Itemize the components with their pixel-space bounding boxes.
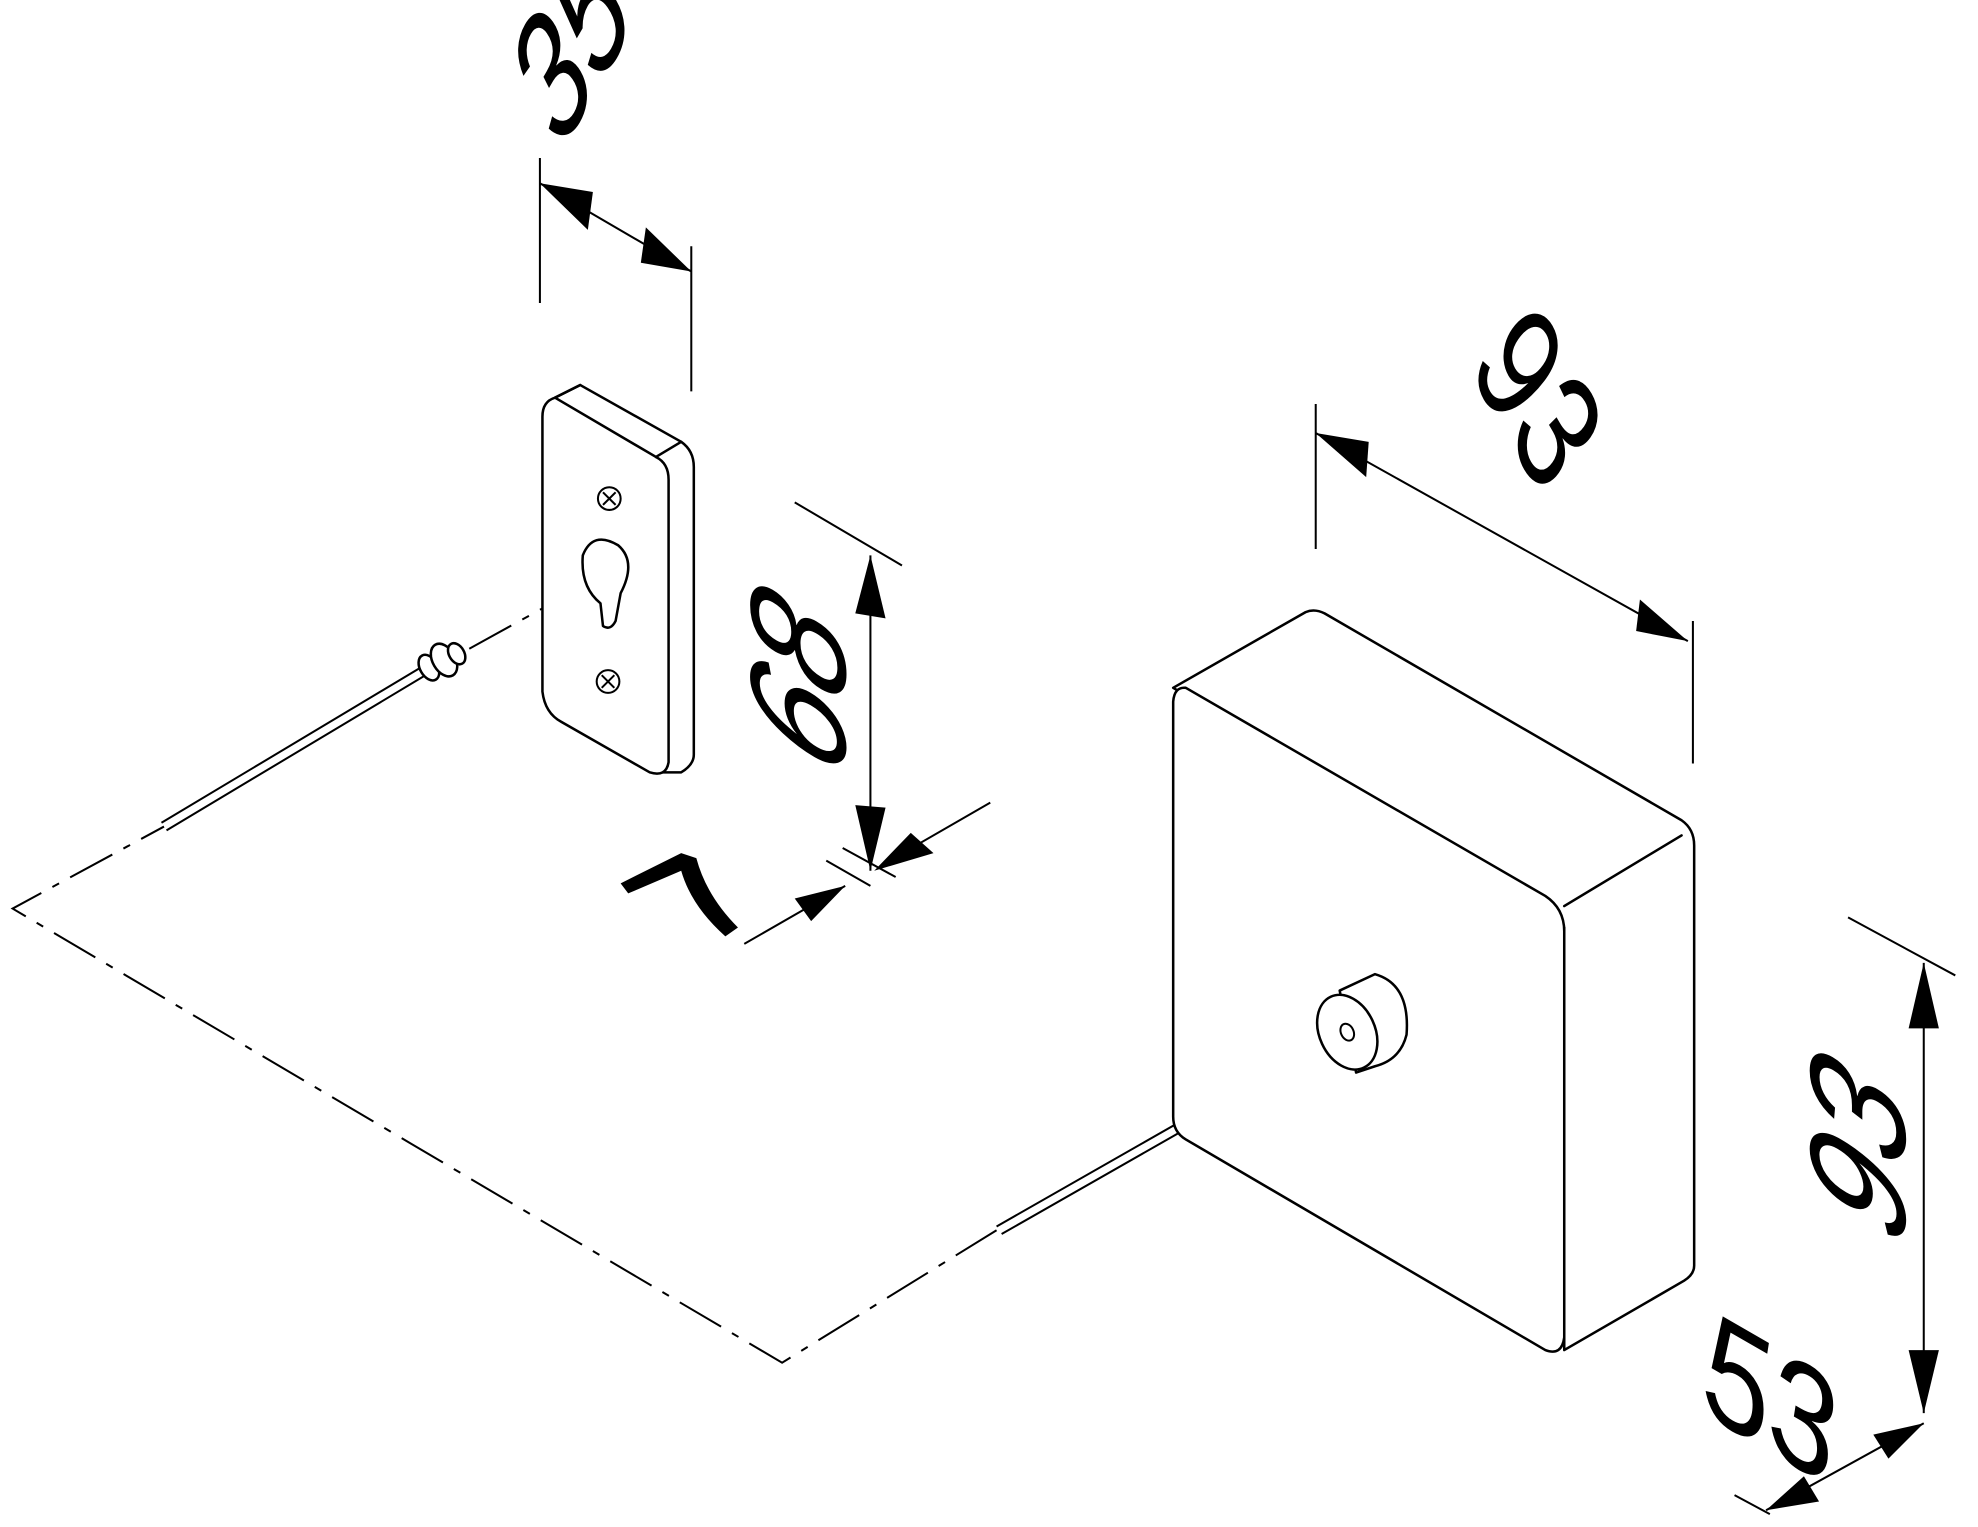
wall-plate — [541, 383, 696, 775]
dimension-label-53: 53 — [1703, 1272, 1834, 1523]
cable — [160, 661, 1343, 1235]
dimension-label-68: 68 — [723, 560, 875, 799]
reel-box — [1171, 609, 1696, 1353]
dimension-plate-height: 68 — [723, 501, 991, 871]
keyhole-slot — [581, 538, 630, 629]
dimension-box-depth: 53 — [1703, 1272, 1925, 1523]
dimension-plate-width: 35 — [484, 0, 693, 392]
screw-icon — [595, 669, 621, 694]
dimension-label-93-width: 93 — [1451, 262, 1623, 531]
cable-anchor — [417, 641, 467, 682]
dimension-label-7-glyph — [620, 853, 738, 937]
dimension-plate-thickness: 7 — [620, 832, 934, 945]
knob — [1315, 972, 1409, 1074]
dimension-label-35: 35 — [484, 0, 657, 178]
dimension-label-93-height: 93 — [1783, 1027, 1935, 1266]
screw-icon — [596, 486, 622, 511]
